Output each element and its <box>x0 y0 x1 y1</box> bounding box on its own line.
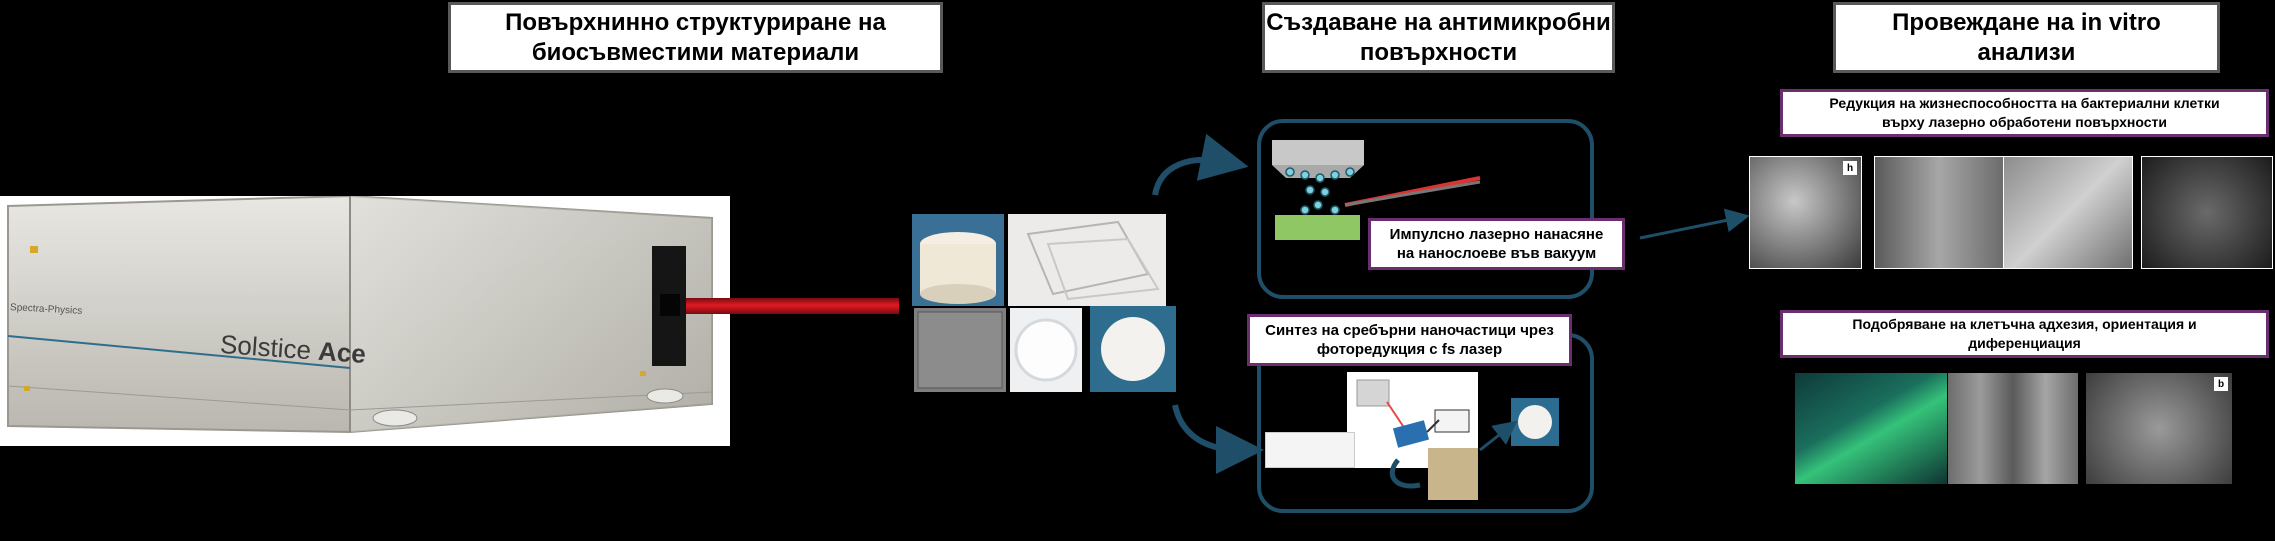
laser-device-drawing <box>7 196 713 434</box>
arrow-to-pld <box>1152 133 1249 196</box>
arrow-to-synthesis <box>1172 404 1264 474</box>
panel-letter-h: h <box>1843 161 1857 175</box>
panel-pld <box>1257 119 1594 299</box>
panel-letter-b: b <box>2214 377 2228 391</box>
sem-surface-image-2 <box>2003 156 2133 269</box>
sample-foam-disk <box>1010 308 1082 392</box>
sem-oriented-surface-image <box>1947 372 2079 485</box>
laser-device: Solstice Ace Spectra-Physics <box>0 196 730 446</box>
arrow-to-analysis <box>1639 208 1750 240</box>
sem-surface-image-1 <box>1874 156 2004 269</box>
laser-mini-photo <box>1265 432 1355 468</box>
sample-porous-mesh <box>914 308 1006 392</box>
vial-photo <box>1428 448 1478 500</box>
sample-white-disk <box>1090 306 1176 392</box>
laser-beam <box>686 298 899 314</box>
sem-bacteria-image: h <box>1749 156 1862 269</box>
sem-surface-image-3 <box>2141 156 2273 269</box>
sample-glass-plates <box>1008 214 1166 306</box>
sample-ceramic-cylinder <box>912 214 1004 306</box>
coated-disk-photo <box>1511 398 1559 446</box>
label-adhesion: Подобряване на клетъчна адхезия, ориента… <box>1780 310 2269 358</box>
fluorescence-cells-image <box>1794 372 1949 485</box>
label-viability: Редукция на жизнеспособността на бактери… <box>1780 89 2269 137</box>
sem-cell-differentiation-image: b <box>2085 372 2233 485</box>
